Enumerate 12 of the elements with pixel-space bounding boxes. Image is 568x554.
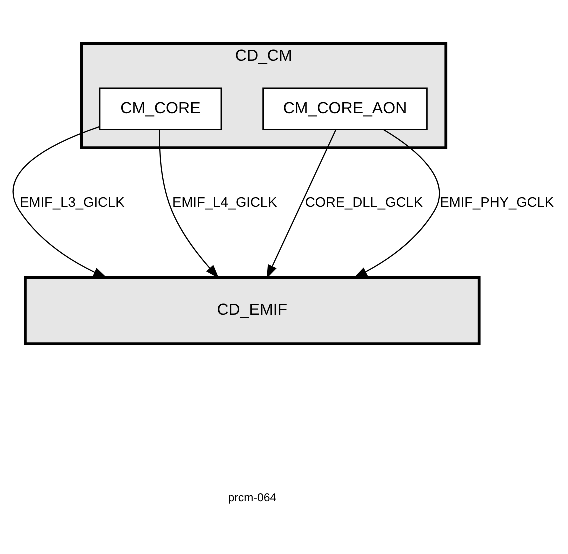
node-box: CM_CORE_AON [262,88,428,130]
label: prcm-064 [228,492,277,505]
arrow [12,126,108,278]
arrow [354,129,440,278]
arrow [159,130,220,279]
node-box: CD_EMIF [24,276,481,346]
arrow [266,129,337,279]
node-box: CM_CORE [99,88,222,130]
edge-label: EMIF_PHY_GCLK [440,195,554,210]
edge-label: CORE_DLL_GCLK [305,195,424,210]
edge-label: EMIF_L3_GICLK [20,195,125,210]
edge-label: EMIF_L4_GICLK [172,195,278,210]
